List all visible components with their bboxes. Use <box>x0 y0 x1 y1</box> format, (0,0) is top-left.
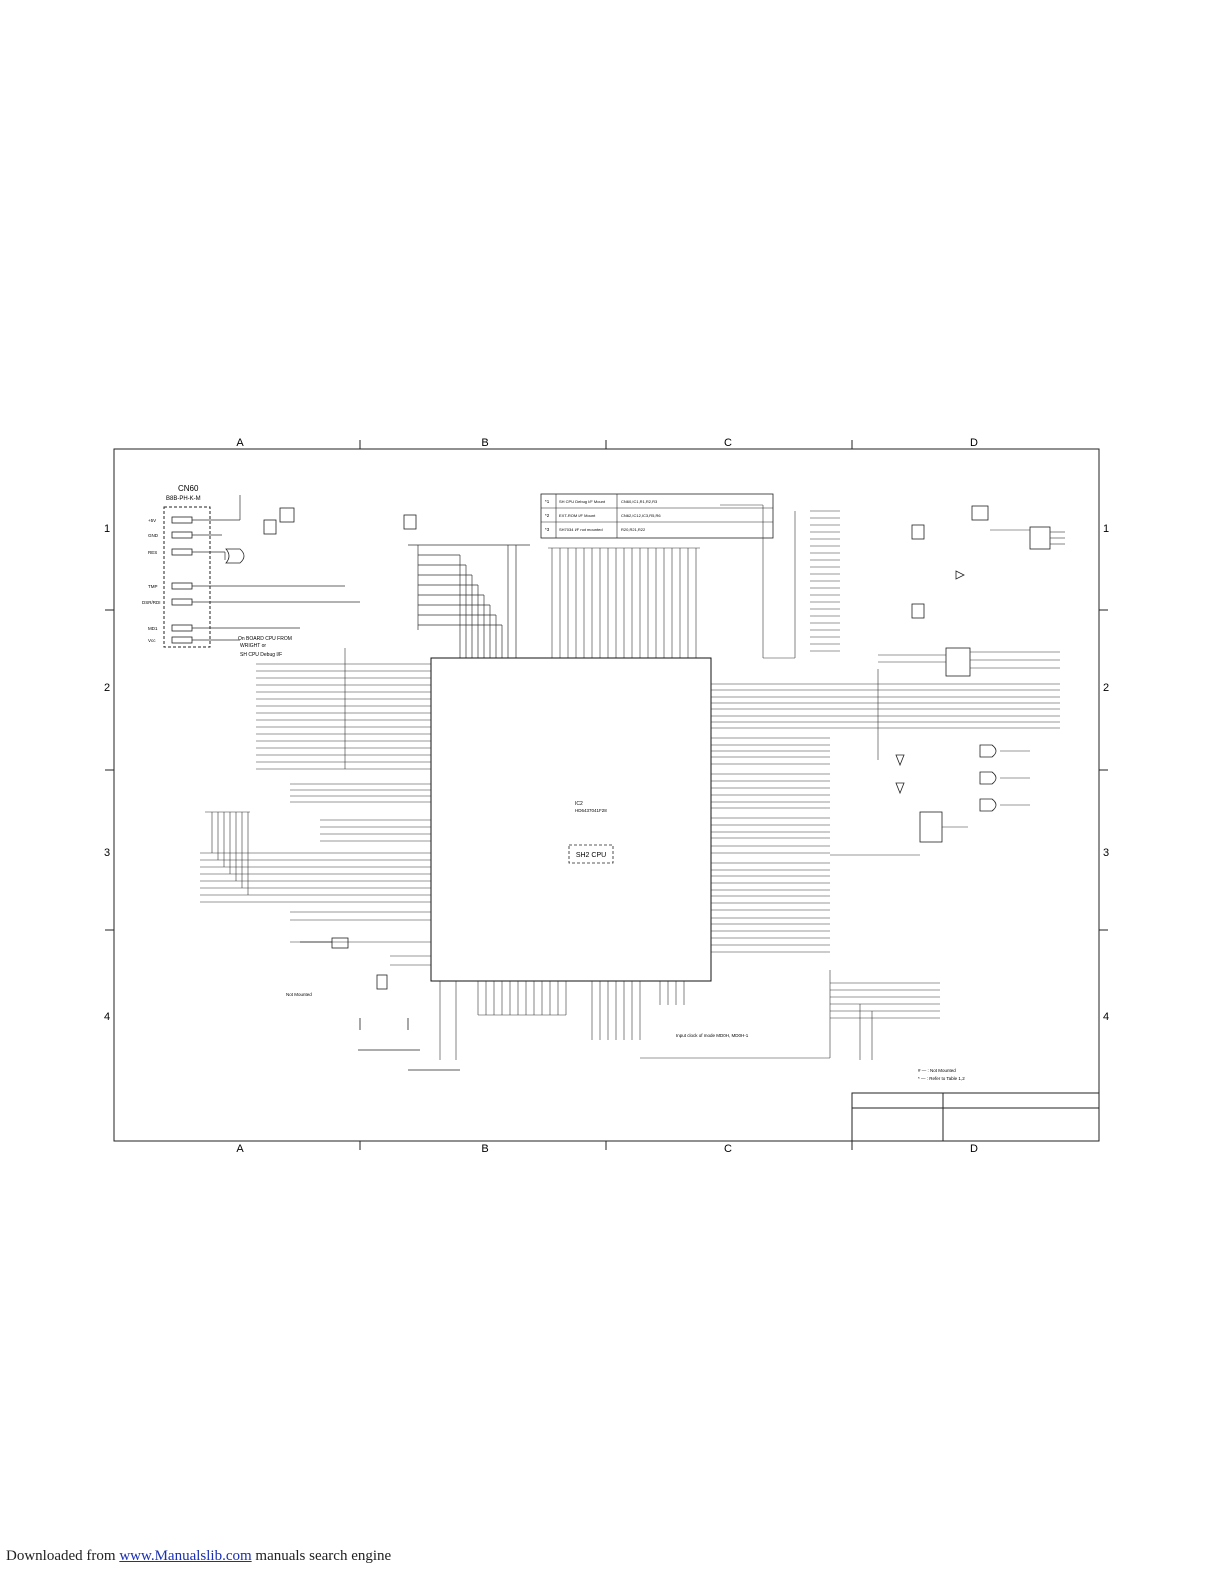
connector-part: B8B-PH-K-M <box>166 496 201 502</box>
footer-suffix: manuals search engine <box>255 1548 392 1564</box>
cpu-right-pins <box>711 683 1060 953</box>
cpu-left-pins <box>200 663 431 966</box>
connector-pin-3: RES <box>148 550 157 555</box>
cpu-body <box>430 657 712 982</box>
right-side-wires <box>830 529 1065 1060</box>
key-pullup-resistors <box>205 811 250 895</box>
connector-pin-1: +5V <box>148 518 156 523</box>
connector-pin-6: MD1 <box>148 626 158 631</box>
cpu-bottom-pins <box>439 970 831 1060</box>
zone-ticks <box>105 440 1108 1150</box>
notes-table-rules <box>541 494 773 538</box>
manualslib-link[interactable]: www.Manualslib.com <box>119 1548 252 1564</box>
schematic-sheet: A B C D A B C D 1 2 3 4 1 2 3 4 CN60 B8B… <box>104 437 1109 1155</box>
connector-pin-7: Vcc <box>148 638 156 643</box>
footer-prefix: Downloaded from <box>6 1548 116 1564</box>
cpu-label-box <box>568 844 614 864</box>
notes-row-2-mark: *2 <box>545 513 550 518</box>
crystal-and-reset <box>300 937 460 1071</box>
zone-label-top-b: B <box>481 437 488 449</box>
not-mounted-note: Not Mounted <box>286 992 312 997</box>
zone-label-top-a: A <box>236 437 244 449</box>
connector-outline <box>163 506 211 648</box>
notes-row-2-text: EXT-ROM I/F Mount <box>559 513 596 518</box>
zone-label-left-2: 2 <box>104 682 110 694</box>
pullup-resistor-bank <box>548 547 700 658</box>
zone-label-left-3: 3 <box>104 847 110 859</box>
debug-note-line-3: SH CPU Debug I/F <box>240 652 282 658</box>
frame-border <box>113 448 1100 1142</box>
zone-label-left-1: 1 <box>104 523 110 535</box>
notes-row-3-mark: *3 <box>545 527 550 532</box>
connector-pins <box>171 516 193 644</box>
zone-label-bottom-d: D <box>970 1143 978 1155</box>
notes-table <box>540 493 774 539</box>
connector-pin-5: DSR/RDI <box>142 600 161 605</box>
cpu-part: HD6437041F28 <box>575 808 607 813</box>
zone-label-right-4: 4 <box>1103 1011 1109 1023</box>
mode-clock-note: Input clock of mode MD0H, MD0H-1 <box>676 1033 749 1038</box>
debug-note-line-1: On BOARD CPU FROM <box>238 636 292 642</box>
zone-label-bottom-b: B <box>481 1143 488 1155</box>
debug-note-line-2: WRIGHT or <box>240 643 266 649</box>
zone-label-bottom-c: C <box>724 1143 732 1155</box>
zone-label-bottom-a: A <box>236 1143 244 1155</box>
notes-row-1-text: SH CPU Debug I/F Mount <box>559 499 606 504</box>
connector-pin-2: GND <box>148 533 159 538</box>
right-side-ic-symbols <box>895 505 1051 843</box>
zone-label-top-d: D <box>970 437 978 449</box>
notes-row-3-parts: R20,R21,R22 <box>621 527 646 532</box>
title-block <box>851 1092 1100 1142</box>
zone-label-left-4: 4 <box>104 1011 110 1023</box>
zone-label-top-c: C <box>724 437 732 449</box>
data-bus-resistors <box>256 648 371 770</box>
connector-name: CN60 <box>178 484 199 493</box>
notes-row-1-mark: *1 <box>545 499 550 504</box>
cpu-label: SH2 CPU <box>576 852 606 859</box>
legend-line-1: # — : Not Mounted <box>918 1068 956 1073</box>
zone-label-right-1: 1 <box>1103 523 1109 535</box>
download-footer: Downloaded from www.Manualslib.com manua… <box>6 1548 391 1565</box>
legend-line-2: * — : Refer to Table 1,2 <box>918 1076 965 1081</box>
zone-label-right-2: 2 <box>1103 682 1109 694</box>
cpu-ref: IC2 <box>575 801 583 807</box>
capacitor-ladder <box>408 544 530 658</box>
notes-row-2-parts: CN62,IC12,IC3,R5,R6 <box>621 513 661 518</box>
connector-pin-4: TMP <box>148 584 158 589</box>
connector-wires <box>192 495 360 641</box>
zone-label-right-3: 3 <box>1103 847 1109 859</box>
notes-row-1-parts: CN60,IC1,R1,R2,R3 <box>621 499 658 504</box>
top-left-ic-symbols <box>225 507 417 564</box>
address-bus-lines <box>720 504 840 659</box>
notes-row-3-text: SH7034 I/F not mounted <box>559 527 603 532</box>
